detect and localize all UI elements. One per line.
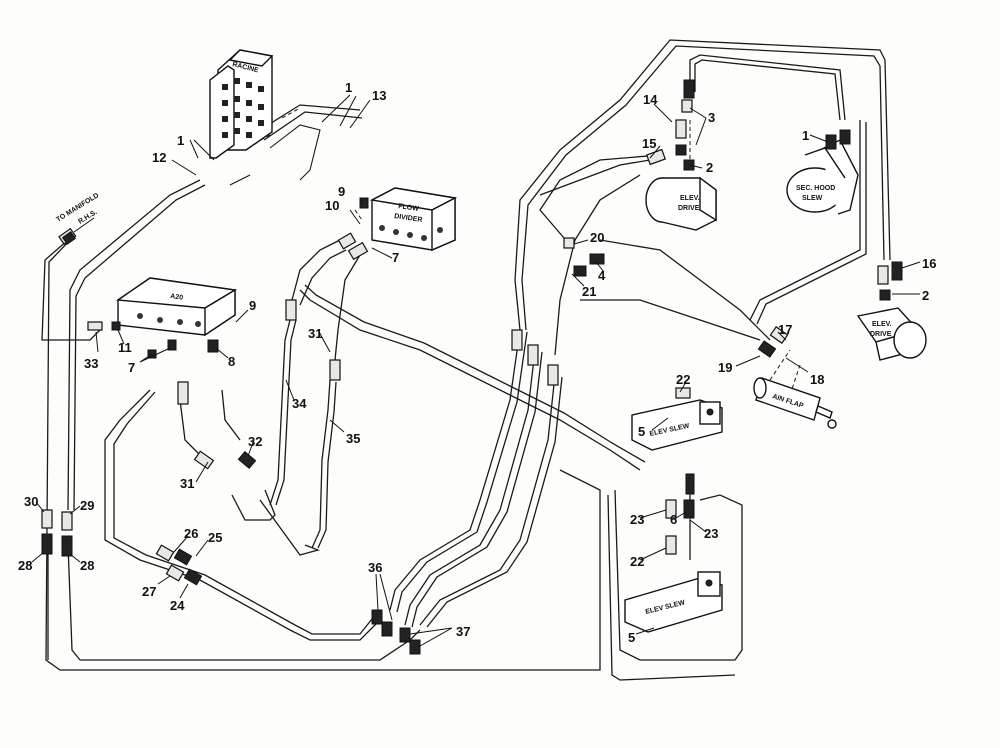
callout-20: 20 xyxy=(590,230,604,245)
sec-hood-slew-motor: SEC. HOOD SLEW xyxy=(786,139,859,215)
callout-9-top: 9 xyxy=(338,184,345,199)
elev-slew-cylinder-upper: ELEV SLEW xyxy=(631,399,723,451)
a20-label: A20 xyxy=(170,293,184,302)
callout-16: 16 xyxy=(922,256,936,271)
callout-1-valve: 1 xyxy=(177,133,184,148)
callout-8: 8 xyxy=(228,354,235,369)
callout-24: 24 xyxy=(170,598,185,613)
to-manifold-label-2: R.H.S. xyxy=(77,209,98,226)
callout-5-lower: 5 xyxy=(628,630,635,645)
callout-37: 37 xyxy=(456,624,470,639)
callout-29: 29 xyxy=(80,498,94,513)
hose-lines xyxy=(41,39,891,681)
callout-2-right: 2 xyxy=(922,288,929,303)
callout-34: 34 xyxy=(292,396,307,411)
arm-flap-cylinder: AIN FLAP xyxy=(753,377,837,429)
callout-15: 15 xyxy=(642,136,656,151)
callout-leaders xyxy=(31,94,921,647)
callout-14: 14 xyxy=(643,92,658,107)
flow-divider: FLOW DIVIDER xyxy=(369,187,458,252)
callout-1-top: 1 xyxy=(345,80,352,95)
callout-26: 26 xyxy=(184,526,198,541)
elev-drive-upper-label-1: ELEV. xyxy=(680,195,700,202)
callout-17: 17 xyxy=(778,322,792,337)
callout-9-mid: 9 xyxy=(249,298,256,313)
callout-1-hood: 1 xyxy=(802,128,809,143)
callout-10: 10 xyxy=(325,198,339,213)
callout-22-upper: 22 xyxy=(676,372,690,387)
callout-numbers: 1 13 1 12 9 10 7 14 3 15 2 1 20 4 21 16 … xyxy=(18,80,936,645)
elev-drive-right-label-1: ELEV. xyxy=(872,321,892,328)
callout-22-lower: 22 xyxy=(630,554,644,569)
callout-2-upper: 2 xyxy=(706,160,713,175)
callout-32: 32 xyxy=(248,434,262,449)
callout-25: 25 xyxy=(208,530,222,545)
a20-manifold-block: A20 xyxy=(116,277,238,337)
elev-drive-motor-right: ELEV. DRIVE xyxy=(856,307,927,361)
flow-divider-label-2: DIVIDER xyxy=(394,213,423,224)
callout-18: 18 xyxy=(810,372,824,387)
callout-7-top: 7 xyxy=(392,250,399,265)
flow-divider-label-1: FLOW xyxy=(398,203,420,213)
racine-valve-bank: RACINE xyxy=(209,49,274,159)
callout-31-lower: 31 xyxy=(180,476,194,491)
callout-30: 30 xyxy=(24,494,38,509)
callout-31-upper: 31 xyxy=(308,326,322,341)
callout-5-upper: 5 xyxy=(638,424,645,439)
sec-hood-label-1: SEC. HOOD xyxy=(796,185,835,192)
callout-19: 19 xyxy=(718,360,732,375)
callout-11: 11 xyxy=(118,340,132,355)
callout-7-mid: 7 xyxy=(128,360,135,375)
callout-33: 33 xyxy=(84,356,98,371)
callout-27: 27 xyxy=(142,584,156,599)
callout-36: 36 xyxy=(368,560,382,575)
elev-drive-motor-upper: ELEV. DRIVE xyxy=(645,176,717,231)
callout-12: 12 xyxy=(152,150,166,165)
callout-4: 4 xyxy=(598,268,606,283)
callout-21: 21 xyxy=(582,284,596,299)
callout-23-left: 23 xyxy=(630,512,644,527)
callout-6: 6 xyxy=(670,512,677,527)
elev-slew-cylinder-lower: ELEV SLEW xyxy=(624,571,723,633)
elev-drive-upper-label-2: DRIVE xyxy=(678,205,700,212)
callout-23-right: 23 xyxy=(704,526,718,541)
callout-28-left: 28 xyxy=(18,558,32,573)
callout-13: 13 xyxy=(372,88,386,103)
callout-28-right: 28 xyxy=(80,558,94,573)
sec-hood-label-2: SLEW xyxy=(802,195,823,202)
elev-drive-right-label-2: DRIVE xyxy=(870,331,892,338)
to-manifold-note: TO MANIFOLD R.H.S. xyxy=(55,192,100,245)
callout-35: 35 xyxy=(346,431,360,446)
callout-3: 3 xyxy=(708,110,715,125)
